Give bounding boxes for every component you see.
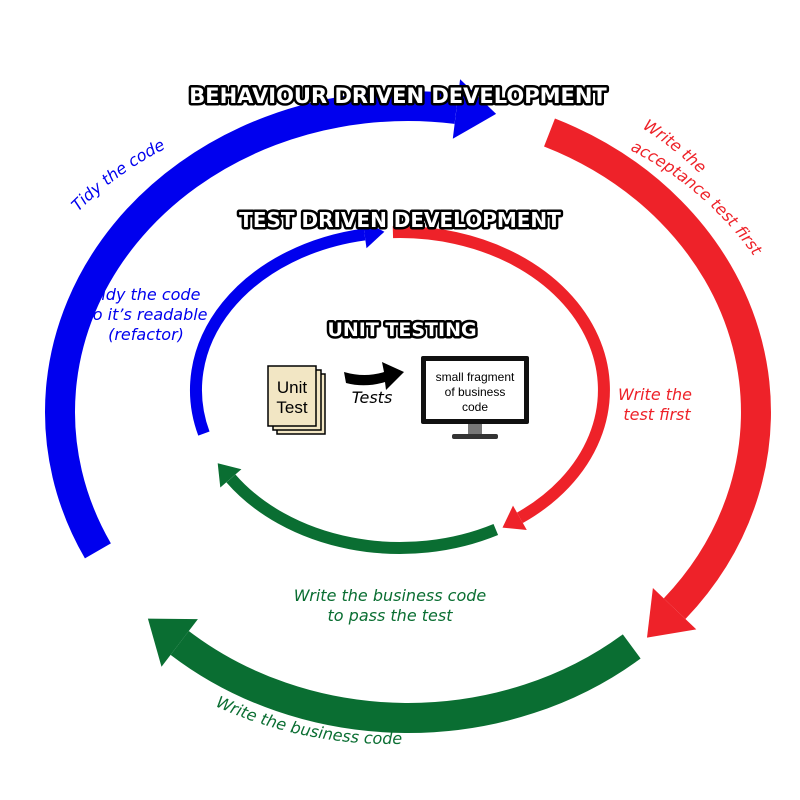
outer-business-code-arc xyxy=(170,630,641,733)
monitor-screen xyxy=(426,361,524,419)
outer-refactor-arc xyxy=(45,91,459,559)
tests-arrow-label: Tests xyxy=(352,388,393,407)
bdd-title: BEHAVIOUR DRIVEN DEVELOPMENT xyxy=(189,84,607,108)
inner-refactor-arrowhead xyxy=(362,220,385,249)
outer-acceptance-test-arrowhead xyxy=(647,588,697,638)
card-label-line2: Test xyxy=(276,398,307,417)
inner-write-test-label-line1: Write the xyxy=(618,385,692,404)
tests-arrow xyxy=(344,362,404,390)
inner-refactor-label-line2: so it’s readable xyxy=(84,305,207,324)
outer-refactor-arrowhead xyxy=(452,79,497,139)
monitor-stand xyxy=(452,434,498,439)
monitor-text-line2: of business xyxy=(445,385,506,399)
card-label-line1: Unit xyxy=(277,378,308,397)
inner-business-code-arrowhead xyxy=(217,463,242,488)
outer-acceptance-test-arc xyxy=(544,118,771,620)
tdd-title: TEST DRIVEN DEVELOPMENT xyxy=(239,208,561,232)
unit-testing-title: UNIT TESTING xyxy=(327,319,476,341)
inner-write-test-label-line2: test first xyxy=(623,405,691,424)
unit-test-card-stack: Unit Test xyxy=(267,365,326,435)
inner-business-code-arc xyxy=(226,474,499,554)
monitor-text-line3: code xyxy=(462,400,488,414)
inner-write-test-arrowhead xyxy=(502,505,527,530)
inner-refactor-label-line1: Tidy the code xyxy=(92,285,201,304)
inner-business-code-label-line1: Write the business code xyxy=(294,586,487,605)
monitor-neck xyxy=(468,424,482,434)
card-front xyxy=(267,365,317,427)
inner-business-code-label-line2: to pass the test xyxy=(328,606,454,625)
inner-refactor-arc xyxy=(189,228,366,436)
inner-write-test-arc xyxy=(392,226,610,524)
monitor-text-line1: small fragment xyxy=(436,370,515,384)
monitor-icon: small fragment of business code xyxy=(421,356,529,439)
inner-refactor-label-line3: (refactor) xyxy=(108,325,184,344)
outer-business-code-arrowhead xyxy=(147,618,198,667)
